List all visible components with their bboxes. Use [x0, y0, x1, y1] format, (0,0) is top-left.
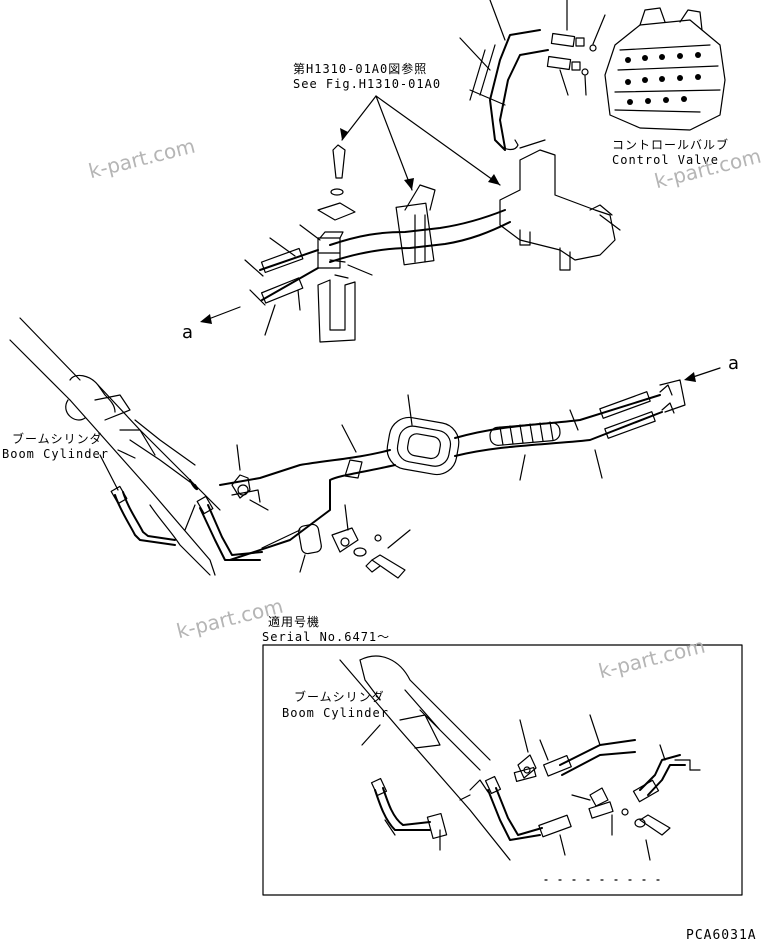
- ref-a-left: a: [182, 322, 194, 343]
- serial-label-en: Serial No.6471～: [262, 630, 391, 644]
- inset-boom-cylinder-label-en: Boom Cylinder: [282, 706, 389, 720]
- grommet: [386, 394, 460, 476]
- inset-boom-cylinder-label-jp: ブームシリンダ: [294, 690, 385, 704]
- control-valve: [604, 7, 726, 131]
- lower-clamps: [231, 444, 411, 579]
- valve-hoses: [459, 0, 549, 151]
- serial-label-jp: 適用号機: [268, 615, 321, 629]
- inset-fittings: [513, 714, 701, 881]
- see-fig-label-en: See Fig.H1310-01A0: [293, 77, 442, 91]
- bolt-clamp-top: [317, 144, 356, 343]
- see-fig-label-jp: 第H1310-01A0図参照: [293, 62, 428, 76]
- inset-boom-cylinder: [339, 655, 572, 861]
- drawing-code: PCA6031A: [686, 928, 757, 943]
- left-fittings: [244, 224, 373, 336]
- see-fig-arrows: [340, 95, 501, 191]
- boom-cylinder-label-jp: ブームシリンダ: [12, 432, 103, 446]
- spiral-guard: [489, 421, 561, 446]
- ref-a-right: a: [728, 353, 740, 374]
- boom-cylinder: [9, 317, 301, 576]
- valve-fittings: [546, 0, 606, 96]
- control-valve-label-jp: コントロールバルブ: [612, 138, 730, 152]
- inset-frame: [262, 644, 743, 896]
- main-hoses-upper: [329, 184, 511, 266]
- right-fittings: [454, 379, 686, 481]
- main-hoses-lower: [219, 424, 396, 561]
- clamp-bracket-top: [499, 149, 621, 271]
- control-valve-label-en: Control Valve: [612, 153, 719, 167]
- ref-arrows-a: [200, 306, 721, 382]
- boom-cylinder-label-en: Boom Cylinder: [2, 447, 109, 461]
